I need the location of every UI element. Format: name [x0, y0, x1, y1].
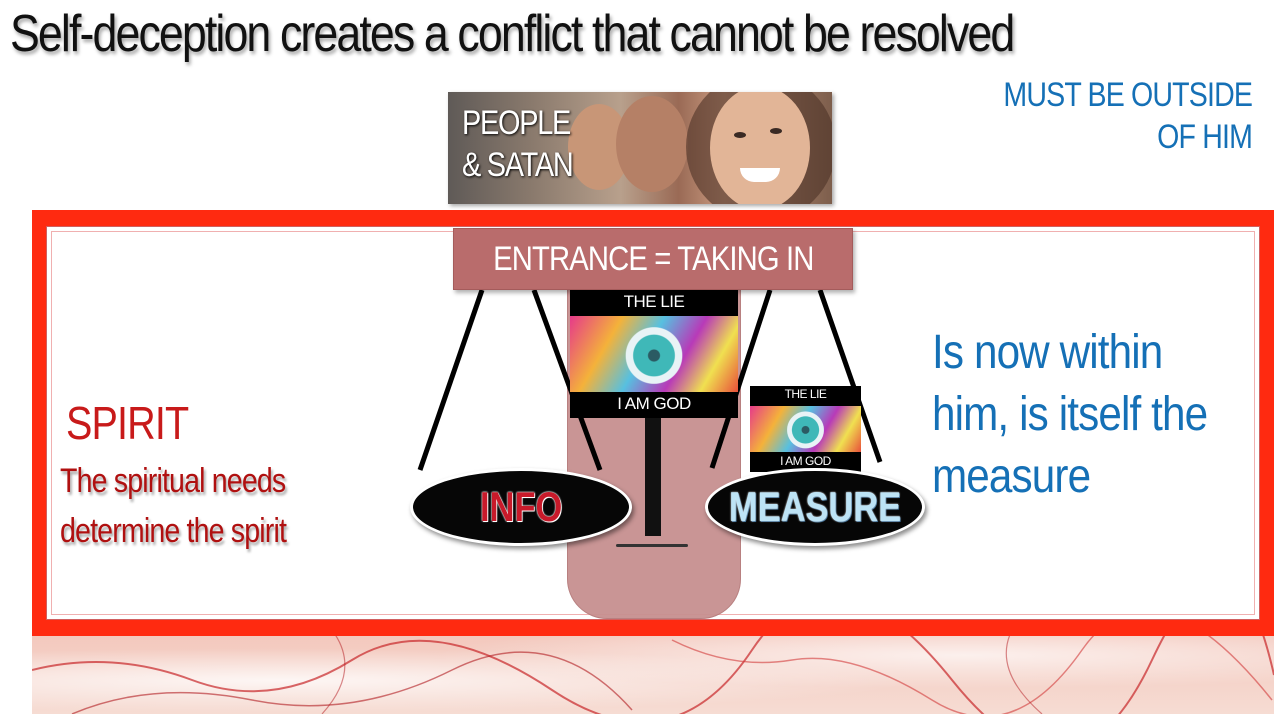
mouth-mark	[616, 544, 688, 547]
woman-face-image	[710, 92, 810, 204]
outside-note-line1: MUST BE OUTSIDE	[1003, 76, 1253, 114]
measure-oval: MEASURE	[705, 468, 925, 546]
info-label: INFO	[479, 483, 563, 530]
within-line3: measure	[932, 450, 1091, 503]
the-lie-small-image: THE LIE I AM GOD	[750, 386, 861, 472]
spirit-desc-line2: determine the spirit	[60, 512, 287, 550]
within-line2: him, is itself the	[932, 388, 1208, 441]
the-lie-large-image: THE LIE I AM GOD	[570, 290, 738, 418]
people-label-line1: PEOPLE	[462, 104, 571, 142]
smile-mark	[740, 168, 780, 182]
eye-art-image	[750, 406, 861, 452]
outside-note-line2: OF HIM	[1157, 118, 1253, 156]
line-left-inner	[531, 289, 603, 471]
line-left-outer	[417, 289, 485, 471]
info-oval: INFO	[410, 468, 632, 546]
line-right-outer	[817, 289, 883, 463]
people-label-line2: & SATAN	[462, 146, 574, 184]
veins-background-image	[31, 577, 1275, 720]
within-line1: Is now within	[932, 326, 1163, 379]
spirit-desc-line1: The spiritual needs	[60, 462, 286, 500]
spirit-description: The spiritual needs determine the spirit	[60, 456, 287, 556]
eye-mark	[770, 128, 782, 134]
outside-note: MUST BE OUTSIDE OF HIM	[1003, 74, 1253, 158]
eye-art-image	[570, 316, 738, 392]
lie-small-top-caption: THE LIE	[784, 387, 827, 401]
eye-mark	[734, 132, 746, 138]
people-satan-photo: PEOPLE & SATAN	[448, 92, 832, 204]
line-right-inner	[709, 289, 773, 469]
spirit-heading: SPIRIT	[66, 397, 189, 449]
lie-small-bottom-caption: I AM GOD	[780, 454, 831, 468]
within-note: Is now within him, is itself the measure	[932, 322, 1208, 508]
nose-mark	[645, 418, 661, 536]
measure-label: MEASURE	[728, 483, 902, 530]
lie-large-bottom-caption: I AM GOD	[617, 394, 691, 413]
lie-large-top-caption: THE LIE	[623, 292, 685, 311]
slide-title: Self-deception creates a conflict that c…	[10, 5, 1015, 63]
entrance-box: ENTRANCE = TAKING IN	[453, 228, 853, 290]
entrance-label: ENTRANCE = TAKING IN	[492, 240, 814, 278]
people-satan-label: PEOPLE & SATAN	[462, 102, 574, 186]
person-face-image	[616, 96, 688, 192]
